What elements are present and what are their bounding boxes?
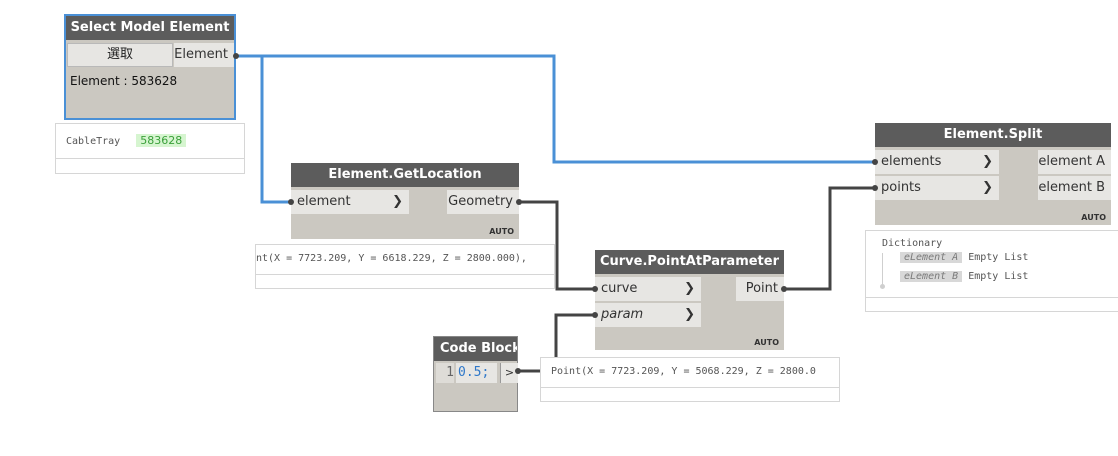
port-dot-geometry-out[interactable]	[516, 199, 522, 205]
selection-status: Element : 583628	[70, 74, 178, 88]
chevron-right-icon: ❯	[392, 194, 403, 209]
code-block-node[interactable]: Code Block 1 0.5; >	[433, 336, 518, 412]
curve-pointatparameter-node[interactable]: Curve.PointAtParameter curve ❯ param ❯ P…	[595, 250, 784, 350]
preview-type: CableTray	[66, 136, 121, 147]
port-dot-curve-in[interactable]	[592, 286, 598, 292]
lacing-indicator[interactable]: AUTO	[1081, 213, 1106, 222]
preview-element-id: 583628	[136, 134, 187, 147]
chevron-right-icon: ❯	[684, 281, 695, 296]
output-port-geometry[interactable]: Geometry	[447, 190, 519, 214]
preview-header: Dictionary	[882, 238, 943, 249]
lacing-indicator[interactable]: AUTO	[754, 338, 779, 347]
preview-value: Empty List	[968, 271, 1029, 282]
chevron-right-icon: ❯	[684, 307, 695, 322]
output-port-element-b[interactable]: element B	[1038, 176, 1111, 200]
input-port-points[interactable]: points ❯	[875, 176, 999, 200]
output-port-point[interactable]: Point	[736, 277, 784, 301]
code-line-number: 1	[436, 363, 454, 383]
wire-geometry-to-curve[interactable]	[519, 200, 595, 291]
input-port-param[interactable]: param ❯	[595, 303, 701, 327]
node-title[interactable]: Element.Split	[875, 123, 1111, 147]
wire-element-to-elements[interactable]	[236, 54, 875, 164]
wire-code-to-param[interactable]	[518, 313, 595, 373]
port-dot-point-out[interactable]	[781, 286, 787, 292]
select-model-element-node[interactable]: Select Model Element 選取 Element Element …	[64, 14, 236, 120]
port-label: element	[297, 194, 351, 209]
element-split-preview: Dictionary eLement A Empty List eLement …	[865, 230, 1118, 312]
select-button[interactable]: 選取	[67, 43, 173, 67]
node-title[interactable]: Curve.PointAtParameter	[595, 250, 784, 274]
chevron-right-icon: ❯	[982, 180, 993, 195]
element-getlocation-node[interactable]: Element.GetLocation element ❯ Geometry A…	[291, 163, 519, 239]
node-title[interactable]: Select Model Element	[66, 16, 234, 40]
port-label: elements	[881, 154, 942, 169]
preview-text: nt(X = 7723.209, Y = 6618.229, Z = 2800.…	[256, 253, 527, 264]
preview-key: eLement A	[900, 252, 963, 263]
preview-text: Point(X = 7723.209, Y = 5068.229, Z = 28…	[551, 366, 816, 377]
wire-element-to-getlocation[interactable]	[236, 54, 291, 204]
tree-node-icon	[880, 284, 885, 289]
port-dot-elements-in[interactable]	[872, 159, 878, 165]
element-split-node[interactable]: Element.Split elements ❯ points ❯ elemen…	[875, 123, 1111, 225]
getlocation-preview: nt(X = 7723.209, Y = 6618.229, Z = 2800.…	[255, 244, 555, 289]
code-editor[interactable]: 0.5;	[456, 363, 497, 383]
select-element-preview: CableTray 583628	[55, 123, 245, 174]
wire-point-to-points[interactable]	[784, 186, 875, 291]
lacing-indicator[interactable]: AUTO	[489, 227, 514, 236]
input-port-elements[interactable]: elements ❯	[875, 150, 999, 174]
port-dot-points-in[interactable]	[872, 185, 878, 191]
port-label: param	[601, 307, 644, 322]
preview-row: eLement B Empty List	[900, 271, 1028, 282]
port-dot-code-out[interactable]	[515, 368, 521, 374]
preview-value: Empty List	[968, 252, 1029, 263]
preview-key: eLement B	[900, 271, 963, 282]
output-port-code[interactable]: >	[500, 363, 518, 383]
port-label: points	[881, 180, 921, 195]
input-port-curve[interactable]: curve ❯	[595, 277, 701, 301]
input-port-element[interactable]: element ❯	[291, 190, 409, 214]
preview-row: eLement A Empty List	[900, 252, 1028, 263]
node-title[interactable]: Code Block	[434, 337, 517, 361]
port-dot-param-in[interactable]	[592, 312, 598, 318]
pointatparameter-preview: Point(X = 7723.209, Y = 5068.229, Z = 28…	[540, 357, 840, 402]
node-title[interactable]: Element.GetLocation	[291, 163, 519, 187]
port-dot-element-in[interactable]	[288, 199, 294, 205]
chevron-right-icon: ❯	[982, 154, 993, 169]
output-port-element-a[interactable]: element A	[1038, 150, 1111, 174]
port-label: curve	[601, 281, 638, 296]
port-dot-element-out[interactable]	[233, 53, 239, 59]
output-port-element[interactable]: Element	[174, 43, 234, 67]
